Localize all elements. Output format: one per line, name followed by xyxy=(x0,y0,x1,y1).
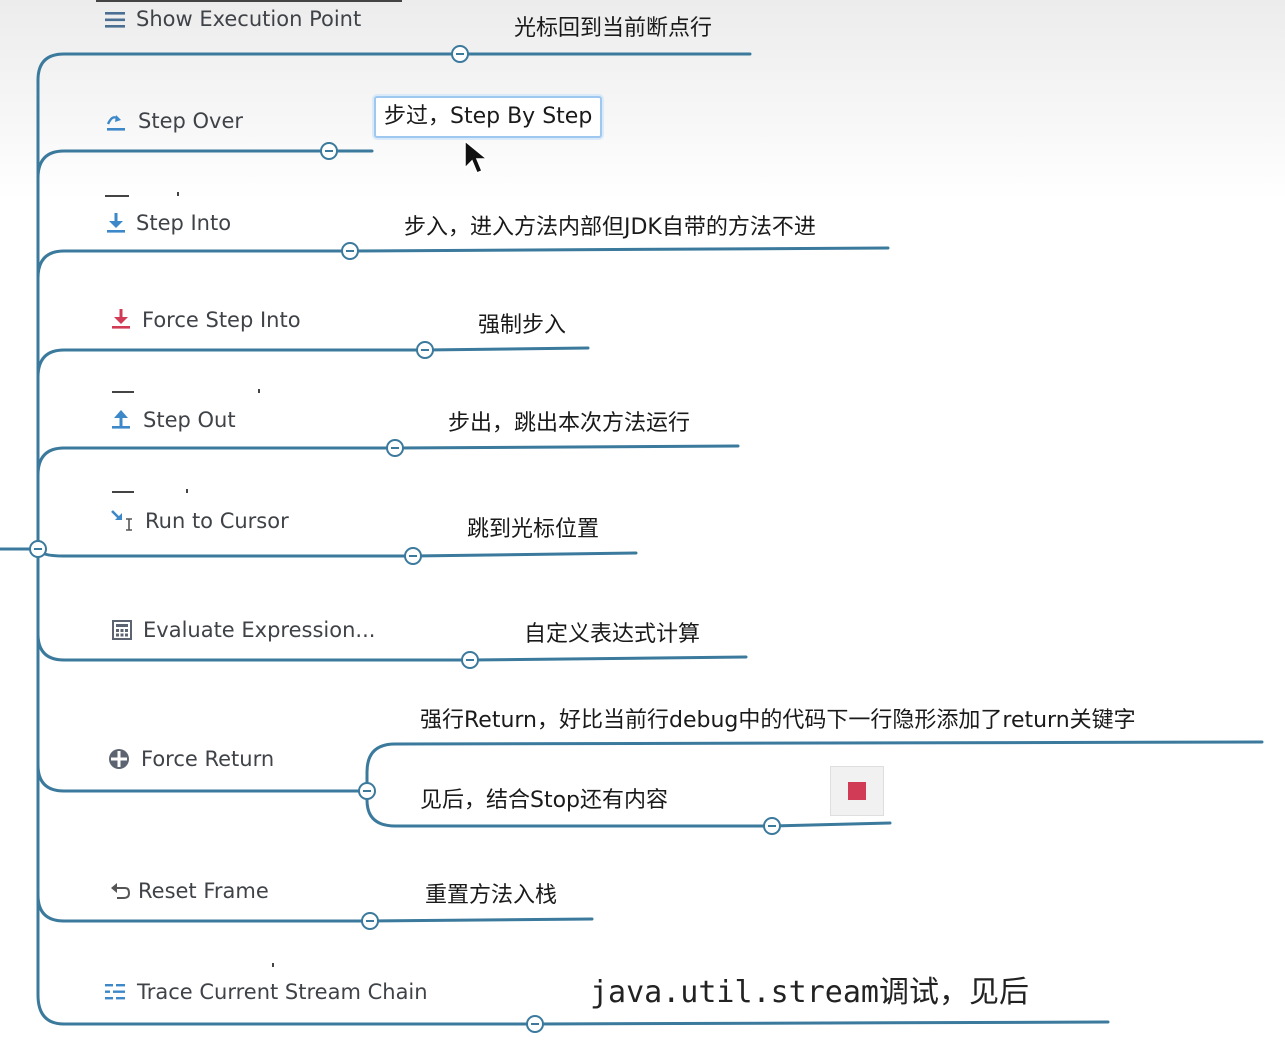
force-return-icon xyxy=(109,749,129,769)
step-into-icon xyxy=(107,213,125,233)
run-to-cursor-icon xyxy=(111,510,132,531)
note-step-over-selected[interactable]: 步过，Step By Step xyxy=(374,96,603,138)
note-reset-frame[interactable]: 重置方法入栈 xyxy=(425,883,558,908)
force-step-into-icon xyxy=(112,309,130,329)
collapse-toggle-run-to-cursor[interactable] xyxy=(404,547,422,565)
branch-evaluate-expression xyxy=(36,632,748,662)
node-label: Force Step Into xyxy=(142,308,301,332)
stray-mark xyxy=(105,195,129,197)
node-label: Force Return xyxy=(141,747,275,771)
branch-force-return xyxy=(36,763,369,793)
branch-trace-stream-chain xyxy=(36,993,1110,1026)
branch-force-step-into xyxy=(36,346,590,379)
step-out-icon xyxy=(112,410,130,429)
branch-step-into xyxy=(36,246,890,280)
note-trace-current-stream-chain[interactable]: java.util.stream调试，见后 xyxy=(590,975,1029,1010)
branch-step-out xyxy=(36,444,740,477)
node-label: Trace Current Stream Chain xyxy=(137,980,428,1004)
note-show-execution-point[interactable]: 光标回到当前断点行 xyxy=(514,16,713,41)
node-label: Step Over xyxy=(138,109,243,133)
stray-mark xyxy=(112,491,134,493)
stray-mark xyxy=(272,963,274,967)
stream-chain-icon xyxy=(105,984,125,1000)
collapse-toggle-evaluate-expression[interactable] xyxy=(461,651,479,669)
note-step-out[interactable]: 步出，跳出本次方法运行 xyxy=(448,411,691,436)
list-lines-icon xyxy=(105,12,125,28)
node-label: Step Out xyxy=(143,408,236,432)
note-force-return-b[interactable]: 见后，结合Stop还有内容 xyxy=(420,788,669,813)
node-label: Run to Cursor xyxy=(145,509,289,533)
node-label: Evaluate Expression... xyxy=(143,618,376,642)
stray-mark xyxy=(112,391,134,393)
collapse-toggle-step-out[interactable] xyxy=(386,439,404,457)
branch-run-to-cursor xyxy=(36,547,638,558)
note-run-to-cursor[interactable]: 跳到光标位置 xyxy=(467,517,600,542)
top-divider xyxy=(96,0,402,2)
note-evaluate-expression[interactable]: 自定义表达式计算 xyxy=(524,622,701,647)
branch-force-return-b xyxy=(365,789,892,828)
root-collapse-toggle[interactable] xyxy=(29,540,47,558)
stray-mark xyxy=(186,489,188,493)
collapse-toggle-force-step-into[interactable] xyxy=(416,341,434,359)
stray-mark xyxy=(177,192,179,196)
note-force-return-a[interactable]: 强行Return，好比当前行debug中的代码下一行隐形添加了return关键字 xyxy=(420,708,1136,733)
branch-show-execution-point xyxy=(36,52,752,82)
stray-mark xyxy=(258,389,260,393)
collapse-toggle-reset-frame[interactable] xyxy=(361,912,379,930)
collapse-toggle-step-over[interactable] xyxy=(320,142,338,160)
collapse-toggle-force-return-note[interactable] xyxy=(763,817,781,835)
node-label: Step Into xyxy=(136,211,232,235)
mouse-pointer-icon xyxy=(464,140,489,174)
node-label: Show Execution Point xyxy=(136,7,362,31)
stop-icon xyxy=(848,782,866,800)
note-force-step-into[interactable]: 强制步入 xyxy=(478,313,567,338)
stop-button[interactable] xyxy=(830,766,884,816)
node-label: Reset Frame xyxy=(138,879,269,903)
branch-step-over xyxy=(36,149,374,180)
undo-arrow-icon xyxy=(111,883,131,899)
collapse-toggle-trace-stream-chain[interactable] xyxy=(526,1015,544,1033)
collapse-toggle-show-execution-point[interactable] xyxy=(451,45,469,63)
calculator-icon xyxy=(112,620,132,640)
step-over-icon xyxy=(106,115,125,131)
branch-force-return-a xyxy=(365,740,1264,793)
collapse-toggle-force-return[interactable] xyxy=(358,782,376,800)
branch-reset-frame xyxy=(36,893,594,923)
note-step-into[interactable]: 步入，进入方法内部但JDK自带的方法不进 xyxy=(404,215,816,240)
collapse-toggle-step-into[interactable] xyxy=(341,242,359,260)
